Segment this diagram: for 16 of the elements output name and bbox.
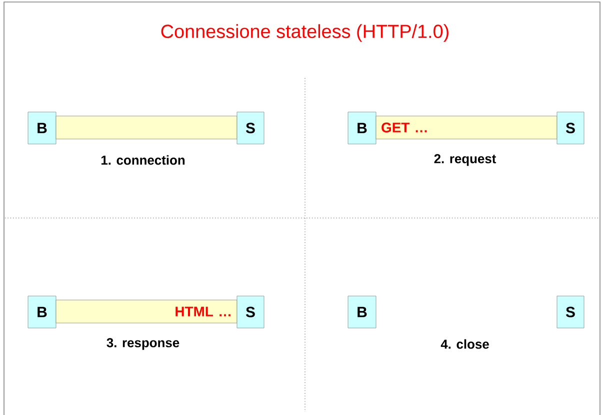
step-caption: 4. close xyxy=(440,339,489,349)
endpoint-box: S xyxy=(556,296,584,328)
endpoint-box: S xyxy=(556,112,584,144)
endpoint-box: S xyxy=(236,112,264,144)
endpoint-box: B xyxy=(348,296,376,328)
title: Connessione stateless (HTTP/1.0) xyxy=(161,24,448,42)
connection-bar xyxy=(56,116,238,140)
endpoint-box: B xyxy=(348,112,376,144)
connection-bar: GET … xyxy=(376,116,558,140)
step-caption: 1. connection xyxy=(101,155,185,165)
endpoint-box: S xyxy=(236,296,264,328)
connection-bar: HTML … xyxy=(56,300,238,324)
endpoint-box: B xyxy=(28,112,56,144)
step-caption: 3. response xyxy=(106,338,180,350)
endpoint-box: B xyxy=(28,296,56,328)
step-caption: 2. request xyxy=(434,154,496,166)
